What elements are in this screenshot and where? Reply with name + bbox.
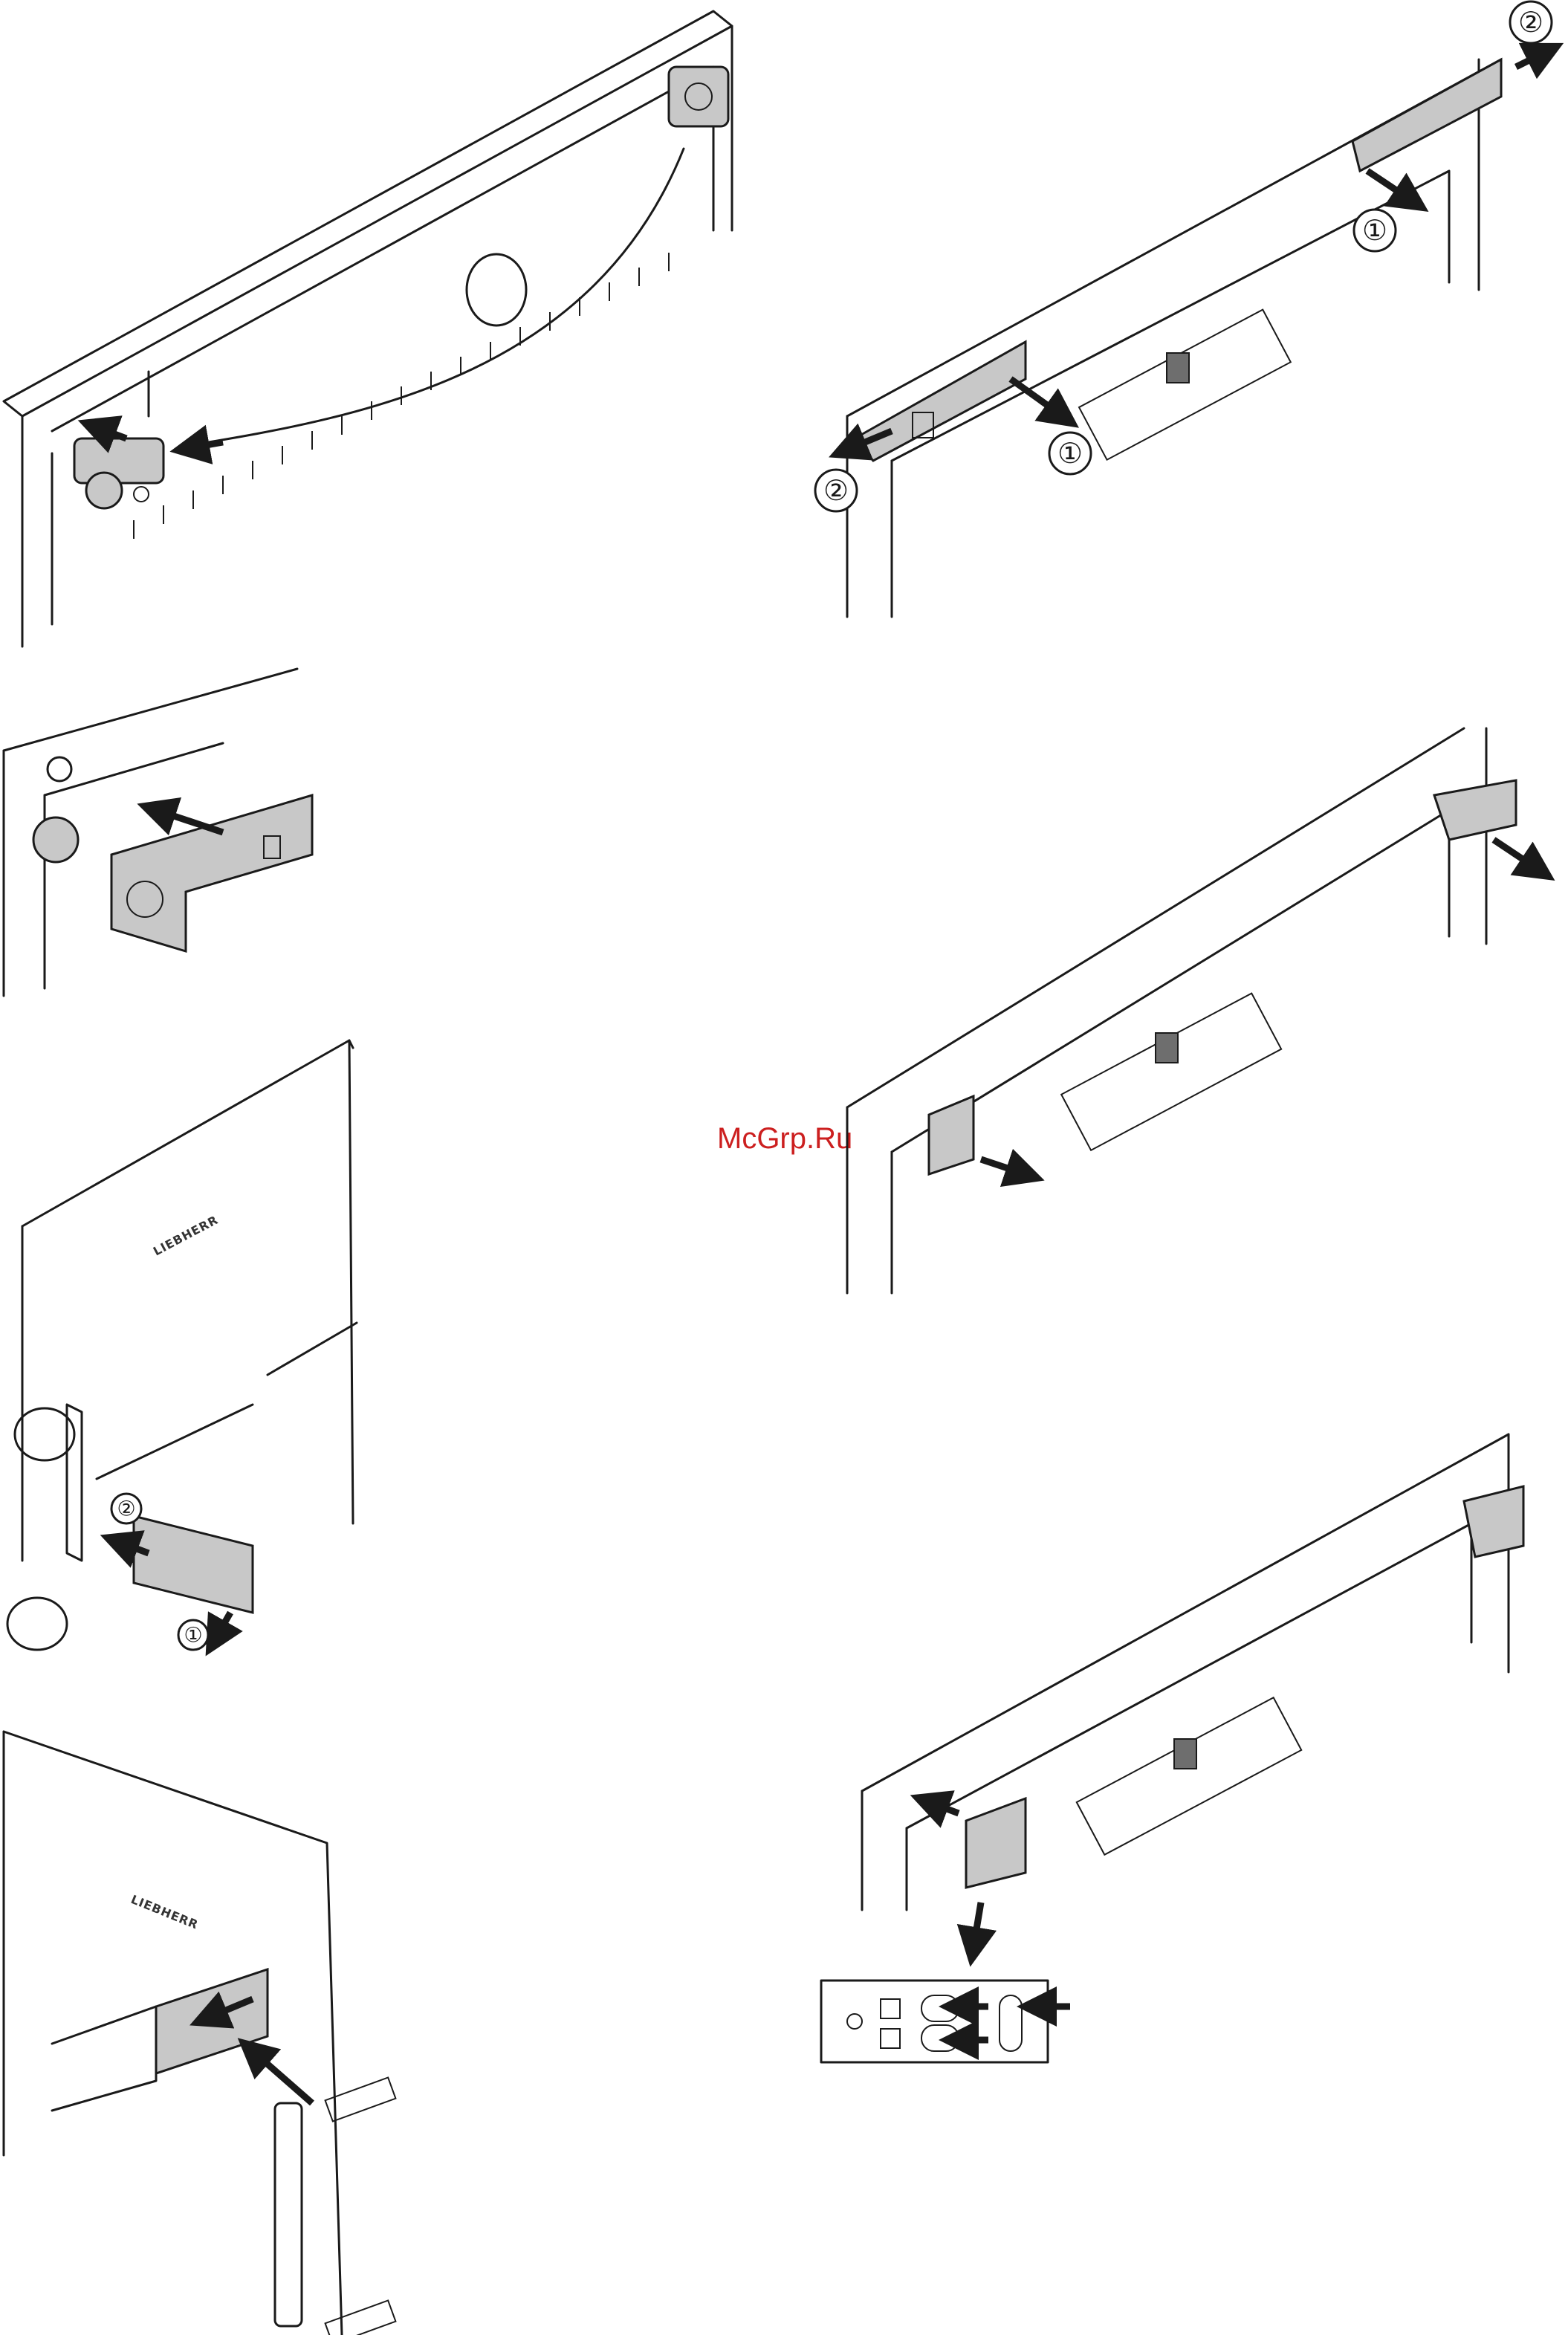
hinge-right bbox=[1434, 780, 1516, 840]
step-label-2: ② bbox=[111, 1494, 141, 1523]
hinge-left-2 bbox=[966, 1798, 1026, 1888]
display bbox=[1167, 353, 1189, 383]
bracket bbox=[111, 795, 312, 951]
step-label-1a: ① bbox=[1049, 433, 1091, 474]
control-panel bbox=[1079, 310, 1291, 460]
panel-step-1 bbox=[4, 11, 732, 647]
panel-step-7 bbox=[862, 1434, 1523, 1947]
detail-top bbox=[15, 1408, 74, 1460]
panel-step-6: LIEBHERR bbox=[4, 1732, 395, 2335]
handle-cover bbox=[156, 1969, 268, 2073]
detail-circle bbox=[467, 254, 526, 326]
svg-text:②: ② bbox=[823, 474, 849, 507]
control-panel-3 bbox=[1077, 1697, 1301, 1854]
panel-step-8 bbox=[821, 1981, 1070, 2062]
svg-text:②: ② bbox=[117, 1497, 135, 1521]
svg-text:②: ② bbox=[1518, 6, 1543, 39]
step-label-1b: ① bbox=[1354, 210, 1396, 251]
step-label-2b: ② bbox=[1510, 1, 1552, 43]
panel-step-4 bbox=[847, 728, 1538, 1293]
detail-bottom bbox=[7, 1598, 67, 1650]
step-label-1: ① bbox=[178, 1620, 208, 1650]
hinge-top-left bbox=[74, 438, 163, 508]
svg-text:LIEBHERR: LIEBHERR bbox=[129, 1892, 201, 1932]
door-handle bbox=[275, 2103, 302, 2326]
hinge-left bbox=[929, 1096, 973, 1174]
ventilation-slots bbox=[134, 253, 669, 539]
svg-text:①: ① bbox=[184, 1623, 202, 1648]
hinge-top-right bbox=[669, 67, 728, 126]
svg-text:①: ① bbox=[1057, 437, 1083, 470]
control-panel-2 bbox=[1061, 994, 1281, 1150]
cover-left bbox=[855, 342, 1026, 461]
panel-step-5: LIEBHERR ② ① bbox=[7, 1040, 357, 1650]
hinge-right-2 bbox=[1464, 1486, 1523, 1557]
panel-step-3 bbox=[4, 669, 312, 996]
handle-bracket bbox=[134, 1516, 253, 1613]
panel-step-2: ① ② ① ② bbox=[815, 1, 1552, 617]
svg-text:①: ① bbox=[1362, 214, 1387, 247]
step-label-2a: ② bbox=[815, 470, 857, 511]
brand-logo: LIEBHERR bbox=[151, 1213, 221, 1259]
